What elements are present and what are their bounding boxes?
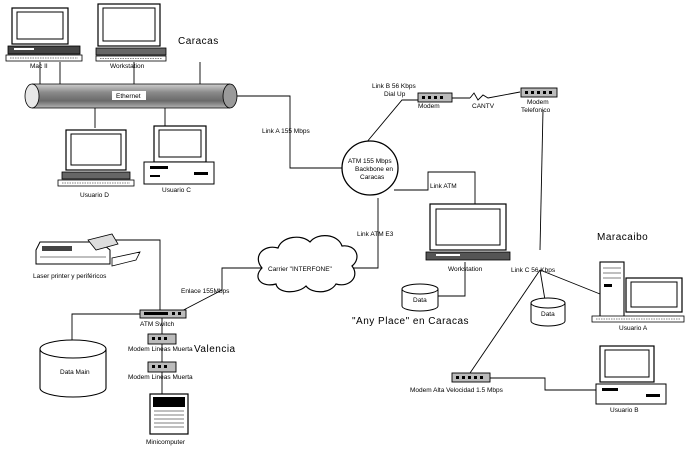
modem-lineas-2-label: Modem Lineas Muerta (128, 374, 193, 381)
location-maracaibo: Maracaibo (597, 232, 648, 243)
laser-printer (35, 233, 141, 267)
atm-backbone-label-2: Backbone en (355, 166, 393, 173)
link-atm-label: Link ATM (430, 183, 457, 190)
location-caracas: Caracas (178, 36, 219, 47)
modem-alta-device (451, 372, 491, 383)
mac2-label: Mac II (30, 63, 48, 70)
modem-telefonico-label-1: Modem (527, 99, 549, 106)
data-mid-label: Data (413, 297, 427, 304)
usuario-a-label: Usuario A (619, 325, 648, 332)
link-c-label: Link C 56 Kbps (511, 267, 556, 274)
modem-left-device (417, 92, 453, 103)
mac2-computer (5, 7, 83, 62)
data-main-storage (39, 339, 107, 398)
usuario-d-label: Usuario D (80, 192, 109, 199)
location-valencia: Valencia (194, 344, 236, 355)
ethernet-label: Ethernet (116, 93, 141, 100)
usuario-b-label: Usuario B (610, 407, 639, 414)
usuario-c-label: Usuario C (162, 187, 191, 194)
atm-backbone (341, 140, 399, 196)
laser-printer-label: Laser printer y periféricos (33, 273, 107, 280)
usuario-b-computer (595, 345, 667, 405)
minicomputer-device (149, 393, 189, 435)
atm-switch-device (139, 309, 187, 319)
modem-lineas-2-device (147, 361, 177, 373)
data-right-storage (530, 297, 566, 327)
data-right-label: Data (541, 311, 555, 318)
workstation-mid-computer (425, 203, 511, 261)
connection-lines (39, 62, 611, 394)
data-mid-storage (401, 283, 439, 312)
modem-lineas-1-label: Modem Lineas Muerta (128, 346, 193, 353)
usuario-c-computer (143, 125, 215, 185)
data-main-label: Data Main (60, 369, 90, 376)
cantv-label: CANTV (472, 103, 495, 110)
modem-telefonico-device (520, 87, 558, 98)
usuario-d-computer (57, 129, 135, 187)
ethernet-pipe (24, 83, 238, 109)
location-any-place: "Any Place" en Caracas (352, 316, 469, 327)
minicomputer-label: Minicomputer (146, 439, 186, 446)
carrier-label: Carrier "INTERFONE" (268, 266, 333, 273)
link-b-label-1: Link B 56 Kbps (372, 83, 416, 90)
workstation-top-label: Workstation (110, 63, 145, 70)
workstation-mid-label: Workstation (448, 266, 483, 273)
carrier-cloud (257, 235, 358, 293)
workstation-top-computer (95, 3, 167, 62)
link-a-label: Link A 155 Mbps (262, 128, 310, 135)
usuario-a-computer (591, 261, 685, 323)
modem-left-label: Modem (418, 103, 440, 110)
modem-telefonico-label-2: Telefonico (521, 107, 551, 114)
enlace-label: Enlace 155Mbps (181, 288, 230, 295)
link-b-label-2: Dial Up (384, 91, 406, 98)
atm-backbone-label-3: Caracas (360, 174, 385, 181)
link-atm-e3-label: Link ATM E3 (357, 231, 394, 238)
atm-backbone-label-1: ATM 155 Mbps (348, 158, 392, 165)
modem-lineas-1-device (147, 333, 177, 345)
modem-alta-label: Modem Alta Velocidad 1.5 Mbps (410, 387, 504, 394)
atm-switch-label: ATM Switch (140, 321, 175, 328)
